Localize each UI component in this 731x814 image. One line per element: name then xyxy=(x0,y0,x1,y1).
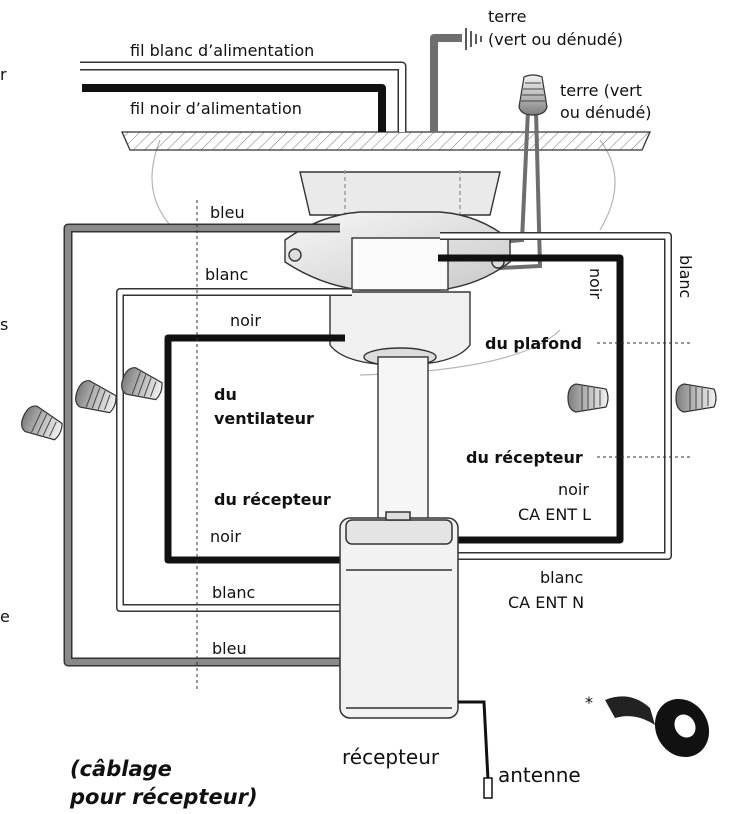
from-fan-label-2: ventilateur xyxy=(214,409,314,428)
fan-black-wire xyxy=(164,334,345,564)
receiver-label: récepteur xyxy=(342,745,440,769)
ground-top-label-1: terre xyxy=(488,7,526,26)
left-noir-bottom-label: noir xyxy=(210,527,241,546)
ground-icon xyxy=(465,28,482,50)
left-bleu-bottom-label: bleu xyxy=(212,639,247,658)
ground-nut-label-1: terre (vert xyxy=(560,81,642,100)
right-white-vertical-label: blanc xyxy=(676,255,695,298)
antenna-label: antenne xyxy=(498,763,581,787)
wire-nut-icon xyxy=(675,383,717,413)
supply-black-wire xyxy=(82,84,386,132)
left-blanc-bottom-label: blanc xyxy=(212,583,255,602)
right-ca-l-label: CA ENT L xyxy=(518,505,591,524)
left-black-label: noir xyxy=(230,311,261,330)
from-receiver-left-label: du récepteur xyxy=(214,490,331,509)
wire-nut-icon xyxy=(518,74,548,116)
ceiling-black-wire xyxy=(438,254,624,544)
bottom-ca-n-label: CA ENT N xyxy=(508,593,584,612)
from-receiver-right-label: du récepteur xyxy=(466,448,583,467)
right-noir-label: noir xyxy=(558,480,589,499)
electrical-tape-icon xyxy=(605,696,710,758)
left-white-label: blanc xyxy=(205,265,248,284)
ground-nut-label-2: ou dénudé) xyxy=(560,103,652,122)
right-black-vertical-label: noir xyxy=(586,268,605,299)
from-fan-label-1: du xyxy=(214,385,237,404)
caption-line-1: (câblage xyxy=(70,757,172,781)
caption-line-2: pour récepteur) xyxy=(69,785,258,809)
edge-letter-3: e xyxy=(0,607,10,626)
ceiling-beam xyxy=(120,131,652,151)
ground-wire xyxy=(430,34,462,132)
antenna-wire xyxy=(458,700,490,781)
wire-nut-icon xyxy=(567,383,609,413)
supply-white-label: fil blanc d’alimentation xyxy=(130,41,314,60)
supply-black-label: fil noir d’alimentation xyxy=(130,99,302,118)
edge-letter-2: s xyxy=(0,315,8,334)
reference-lines xyxy=(196,200,690,690)
downrod xyxy=(377,356,429,528)
from-ceiling-label: du plafond xyxy=(485,334,582,353)
wire-nut-icon xyxy=(17,402,67,446)
edge-letter-1: r xyxy=(0,65,7,84)
left-blue-label: bleu xyxy=(210,203,245,222)
bottom-blanc-label: blanc xyxy=(540,568,583,587)
wire-nut-icon xyxy=(71,377,121,419)
receiver-box xyxy=(339,511,459,719)
fan-housing xyxy=(284,170,511,367)
wire-nut-icon xyxy=(117,364,167,406)
asterisk-label: * xyxy=(585,693,593,712)
ground-top-label-2: (vert ou dénudé) xyxy=(488,30,623,49)
